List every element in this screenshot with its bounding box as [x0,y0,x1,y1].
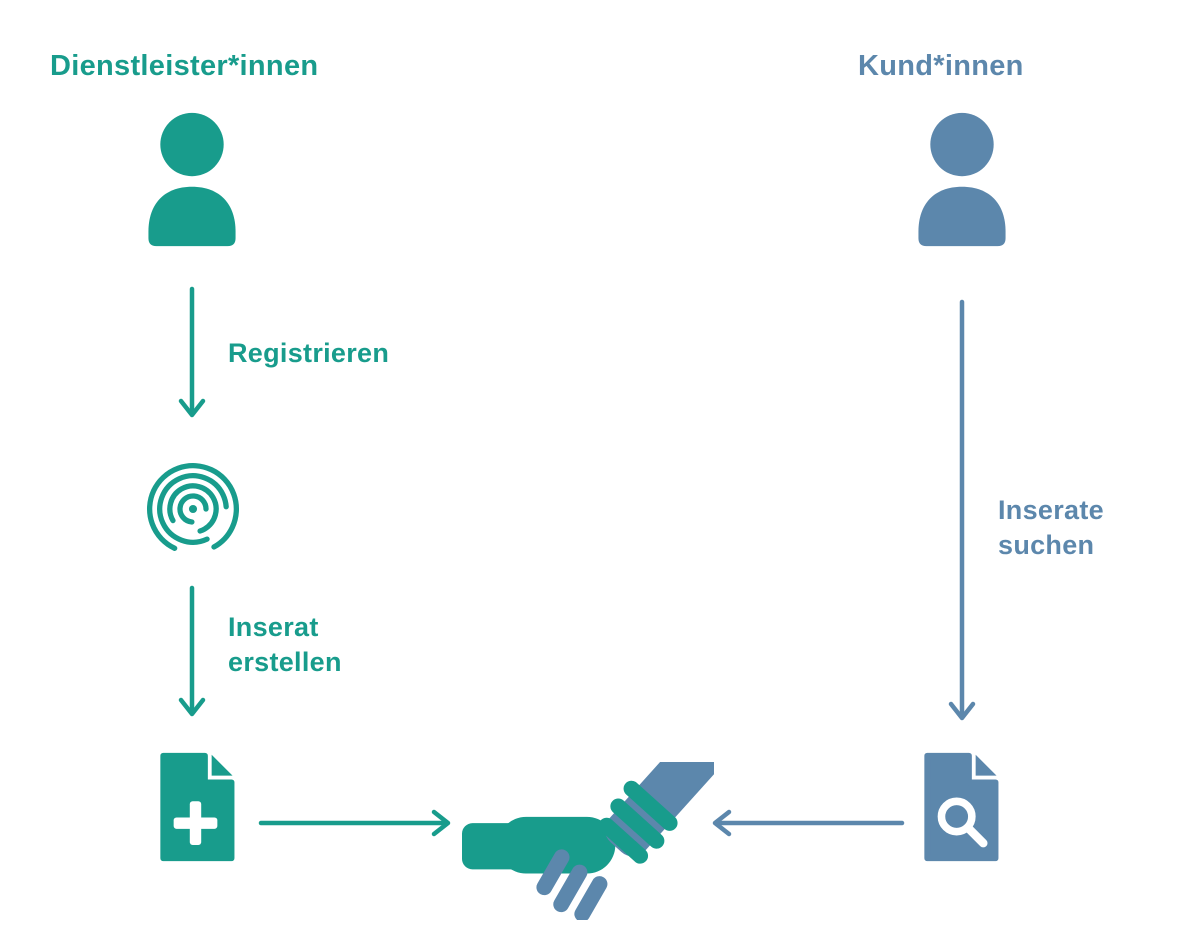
customer-person-icon [896,110,1028,253]
search-ads-label: Inserate suchen [998,495,1104,561]
arrow-document-to-handshake [258,807,463,839]
arrow-register [176,285,208,430]
arrow-create-ad [176,584,208,729]
provider-person-icon [126,110,258,253]
arrow-search-to-handshake [700,807,905,839]
document-search-icon [912,750,1007,864]
register-label: Registrieren [228,338,390,368]
handshake-icon [462,762,714,920]
document-add-icon [148,750,243,864]
arrow-search [946,298,978,733]
provider-title: Dienstleister*innen [50,50,319,82]
customer-title: Kund*innen [858,50,1024,82]
create-ad-label: Inserat erstellen [228,612,342,678]
fingerprint-icon [140,456,246,562]
